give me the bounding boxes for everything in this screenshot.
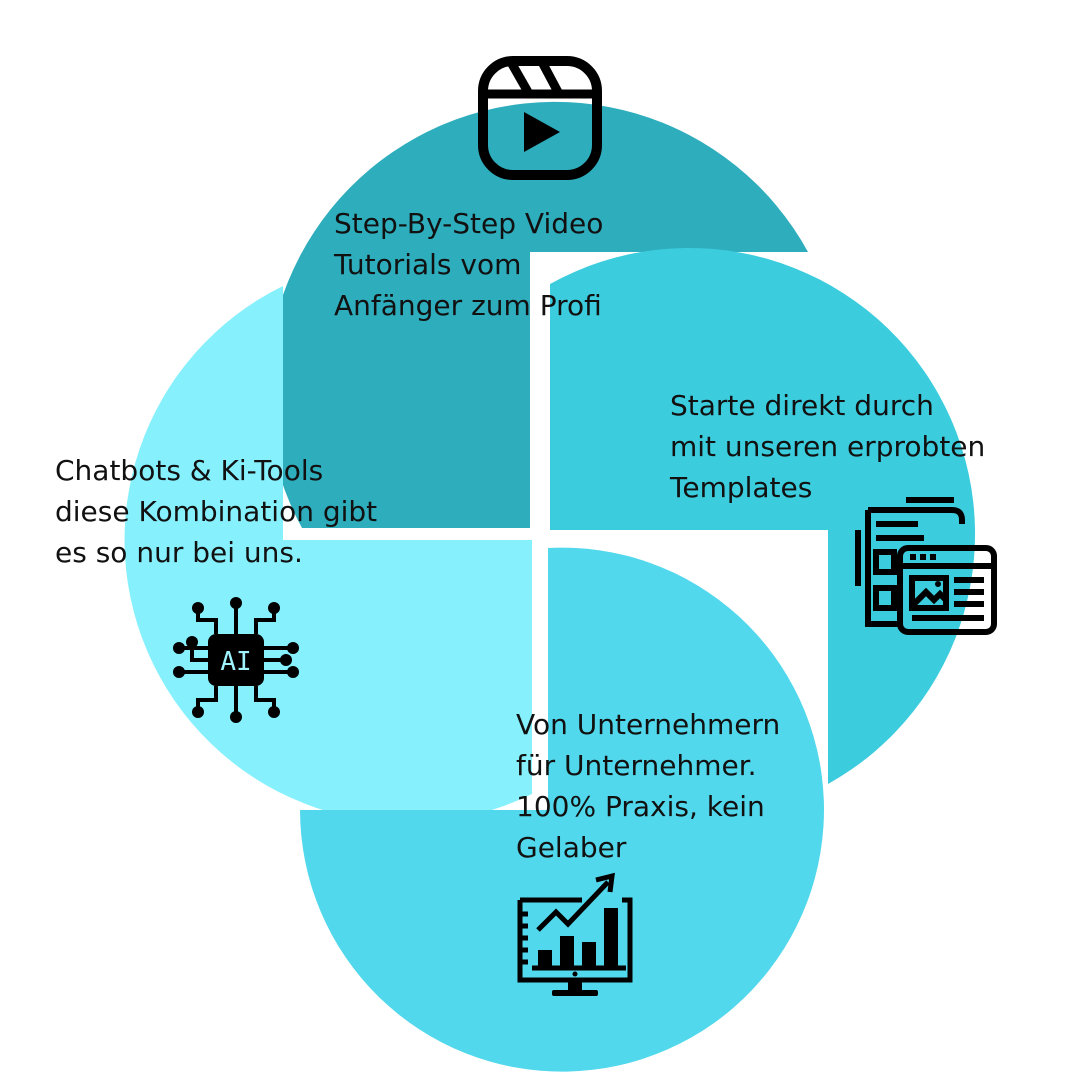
templates-document-icon <box>855 497 997 635</box>
video-play-icon <box>478 56 602 180</box>
petal-bottom <box>300 547 824 1072</box>
card-bottom-text: Von Unternehmern für Unternehmer. 100% P… <box>516 708 781 864</box>
petal-left <box>124 286 532 823</box>
ai-chip-label: AI <box>220 647 251 677</box>
ai-chip-icon: AI <box>173 597 299 723</box>
card-left-text: Chatbots & Ki-Tools diese Kombination gi… <box>55 454 378 569</box>
growth-chart-monitor-icon <box>517 872 633 996</box>
card-right-text: Starte direkt durch mit unseren erprobte… <box>670 389 986 504</box>
petal-right <box>550 247 976 785</box>
petal-top <box>266 101 809 528</box>
card-top-text: Step-By-Step Video Tutorials vom Anfänge… <box>334 207 604 322</box>
